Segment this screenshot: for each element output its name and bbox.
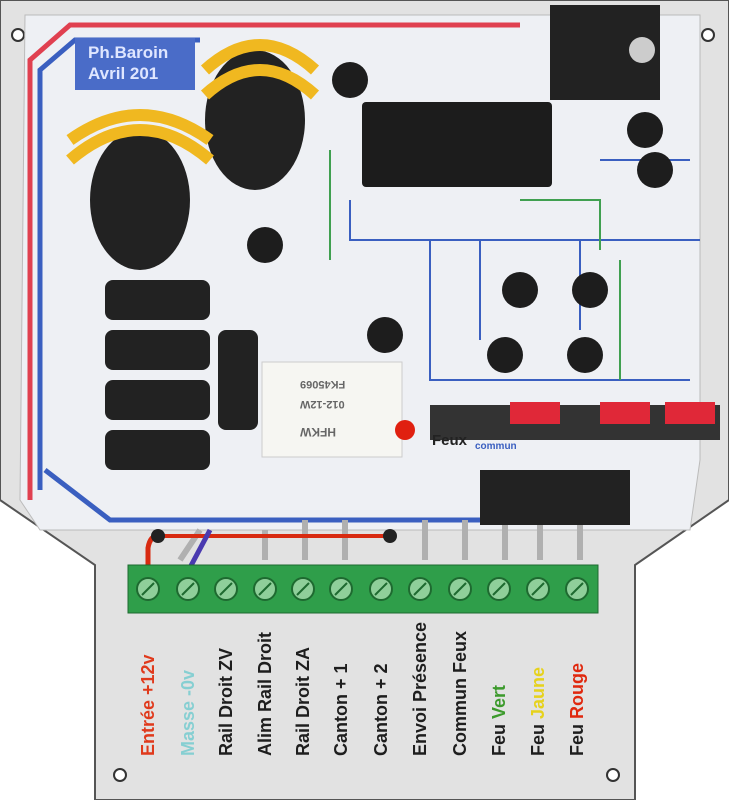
terminal-block [127,564,599,614]
date-label: Avril 201 [88,64,159,83]
screw-hole-icon [113,768,127,782]
terminal-label-12: Feu Rouge [565,618,589,756]
screw-slot-icon [219,582,233,596]
terminal-label-11: Feu Jaune [526,618,550,756]
screw-hole-icon [11,28,25,42]
screw-hole-icon [701,28,715,42]
terminal-label-3: Rail Droit ZV [214,618,238,756]
screw-slot-icon [334,582,348,596]
commun-label: commun [475,441,517,452]
terminal-label-5: Rail Droit ZA [291,618,315,756]
pcb-trace-blue [349,159,700,381]
author-label-bg [75,38,195,90]
pcb-trace-red [27,22,520,500]
terminal-label-text: Envoi Présence [410,621,430,756]
terminal-label-text: Feu [567,718,587,756]
screw-slot-icon [413,582,427,596]
pcb-trace-gray [177,520,583,562]
screw-slot-icon [141,582,155,596]
screw-slot-icon [181,582,195,596]
screw-slot-icon [492,582,506,596]
terminal-label-text: Canton + 1 [331,663,351,756]
transistors [247,62,673,373]
terminal-label-7: Canton + 2 [369,618,393,756]
terminal-label-1: Entrée +12v [136,618,160,756]
screw-slot-icon [531,582,545,596]
terminal-label-text: Rail Droit ZV [216,647,236,756]
toroid-inductor [205,50,305,190]
ic-chip [362,102,552,187]
relay [261,361,403,458]
screw-slot-icon [374,582,388,596]
terminal-color-word: Jaune [528,666,548,719]
terminal-color-word: Rouge [567,662,587,719]
toroid-inductor [90,130,190,270]
terminal-color-word: Vert [489,684,509,719]
screw-slot-icon [570,582,584,596]
terminal-label-2: Masse -0v [176,618,200,756]
terminal-label-text: Feu [528,718,548,756]
terminal-label-4: Alim Rail Droit [253,618,277,756]
terminal-label-text: Alim Rail Droit [255,631,275,756]
terminal-label-10: Feu Vert [487,618,511,756]
relay-brand: HFKW [300,425,336,439]
diode-array [105,280,258,470]
terminal-label-text: Canton + 2 [371,663,391,756]
terminal-label-text: Rail Droit ZA [293,646,313,756]
terminal-label-8: Envoi Présence [408,618,432,756]
relay-code: FK45069 [300,378,346,390]
relay-model: 012-12W [300,398,345,410]
author-label: Ph.Baroin [88,43,169,62]
screw-hole-icon [606,768,620,782]
terminal-label-text: Commun Feux [450,630,470,756]
terminal-label-9: Commun Feux [448,618,472,756]
terminal-label-text: Entrée +12v [138,654,158,756]
terminal-label-text: Masse -0v [178,669,198,756]
terminal-label-6: Canton + 1 [329,618,353,756]
screw-slot-icon [453,582,467,596]
feux-label: Feux [432,432,468,449]
screw-slot-icon [296,582,310,596]
connector-block [480,470,630,525]
pcb-trace-green [329,150,621,380]
terminal-label-text: Feu [489,718,509,756]
screw-slot-icon [258,582,272,596]
